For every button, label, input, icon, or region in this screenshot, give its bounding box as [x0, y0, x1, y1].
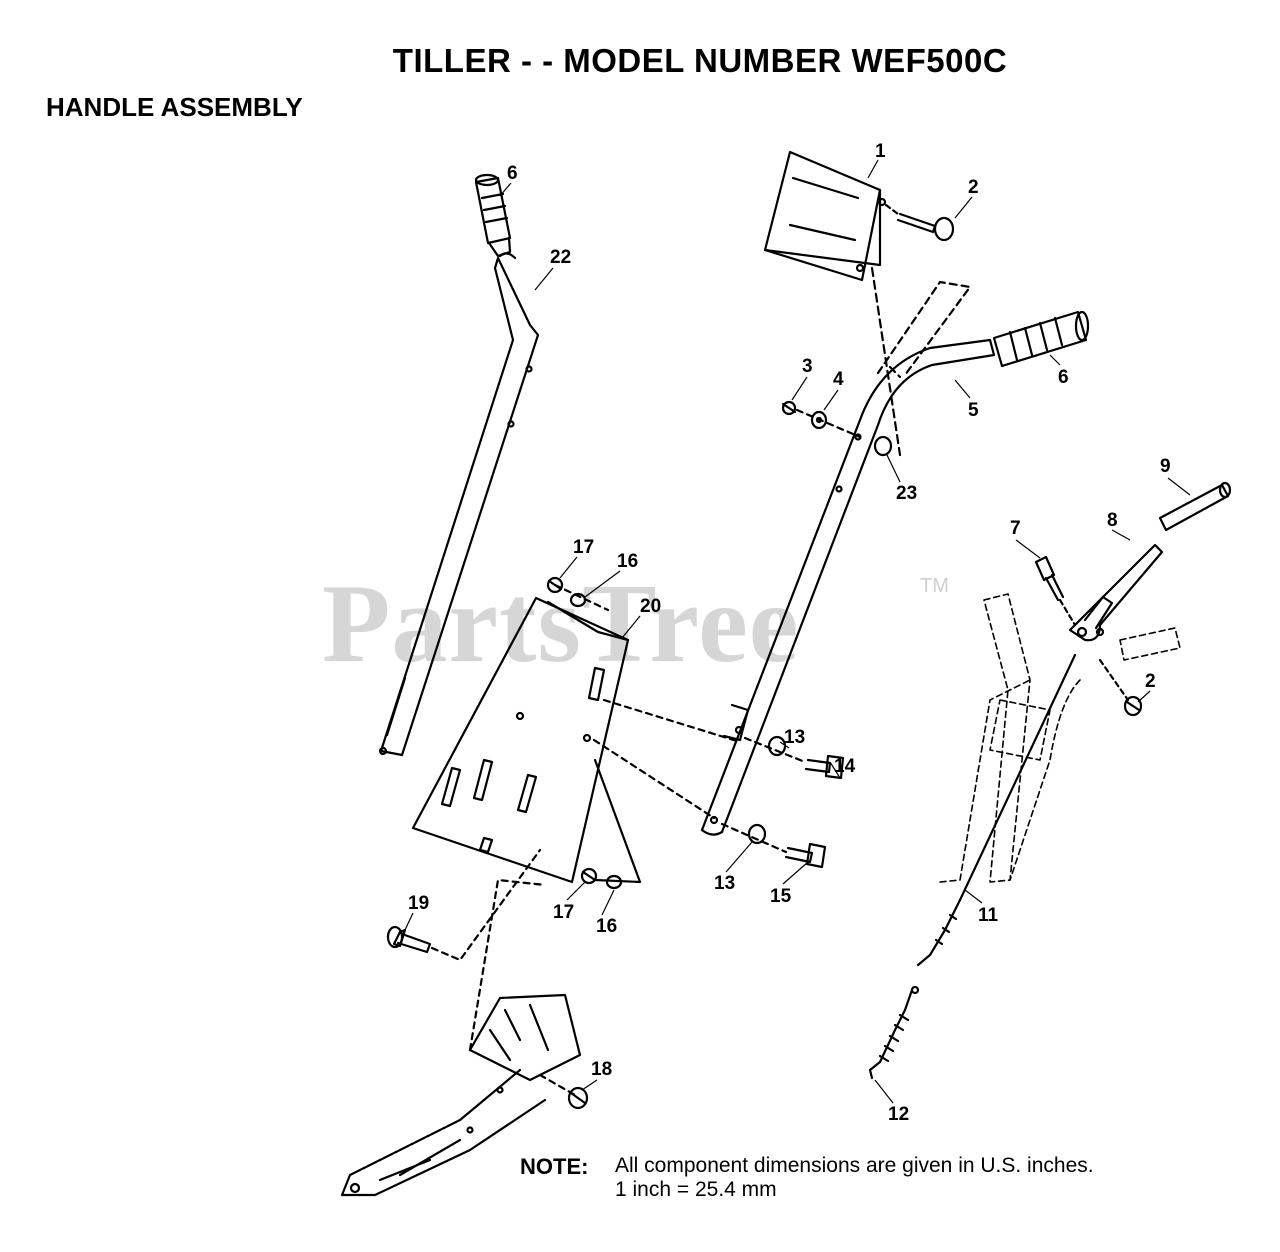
right-grip: [992, 310, 1090, 368]
callout-13-lower: 13: [714, 873, 735, 894]
washer-13-upper: [767, 735, 787, 757]
callout-23: 23: [896, 483, 917, 504]
control-cable: [910, 653, 1077, 995]
callout-18: 18: [591, 1059, 612, 1080]
section-subtitle: HANDLE ASSEMBLY: [46, 92, 303, 122]
washer-13-lower: [747, 823, 767, 845]
nut-3: [781, 400, 797, 416]
page-title: TILLER - - MODEL NUMBER WEF500C: [392, 42, 1008, 79]
callout-13-upper: 13: [784, 727, 805, 748]
left-grip: [474, 173, 512, 258]
callout-4: 4: [833, 369, 844, 390]
note-label: NOTE:: [520, 1154, 589, 1179]
ghost-handles: [939, 593, 1181, 883]
nut-2-lower: [1098, 658, 1143, 717]
watermark: PartsTree: [322, 562, 800, 686]
nut-17-bottom: [580, 867, 598, 885]
control-lever: [1068, 543, 1164, 642]
bolt-14: [743, 736, 845, 780]
callout-22: 22: [550, 247, 571, 268]
washer-23: [873, 435, 893, 457]
watermark-trademark: TM: [920, 575, 949, 597]
callout-6-left: 6: [507, 163, 518, 184]
callout-11: 11: [978, 905, 999, 926]
callout-1: 1: [875, 141, 886, 162]
callout-6-right: 6: [1058, 367, 1069, 388]
right-handle-tube: [700, 338, 996, 836]
callout-2-lower: 2: [1145, 671, 1156, 692]
handle-ghost-outline: [876, 280, 972, 379]
bolt-15: [720, 822, 827, 869]
callout-20: 20: [640, 596, 661, 617]
callout-leaders: [404, 159, 1191, 1104]
frame-bracket: [340, 878, 582, 1197]
callout-5: 5: [968, 400, 979, 421]
nut-17-top: [546, 576, 564, 594]
washer-16-top: [569, 592, 587, 608]
callout-2-upper: 2: [968, 177, 979, 198]
bolt-7: [1034, 555, 1077, 627]
washer-16-bottom: [605, 874, 623, 890]
callout-16-top: 16: [617, 551, 638, 572]
mounting-plate: [411, 583, 742, 884]
callout-17-bottom: 17: [553, 902, 574, 923]
callout-19: 19: [408, 893, 429, 914]
callout-8: 8: [1107, 510, 1118, 531]
note-line-1: All component dimensions are given in U.…: [615, 1154, 1094, 1177]
callout-12: 12: [888, 1104, 909, 1125]
bolt-19: [386, 848, 542, 962]
callout-14: 14: [834, 756, 856, 777]
callout-15: 15: [770, 886, 792, 907]
callout-3: 3: [802, 356, 813, 377]
nut-18: [567, 1086, 589, 1110]
callout-17-top: 17: [573, 537, 594, 558]
lever-grip: [1158, 481, 1232, 532]
left-handle-tube: [378, 252, 540, 757]
control-spring: [868, 988, 914, 1080]
shield-bracket: [763, 150, 902, 457]
callout-7: 7: [1010, 518, 1021, 539]
leader-3-4: [795, 408, 862, 439]
note-line-2: 1 inch = 25.4 mm: [615, 1178, 777, 1201]
bolt-upper: [884, 203, 955, 242]
callout-16-bottom: 16: [596, 916, 617, 937]
note-text: All component dimensions are given in U.…: [615, 1154, 1094, 1202]
callout-9: 9: [1160, 456, 1171, 477]
